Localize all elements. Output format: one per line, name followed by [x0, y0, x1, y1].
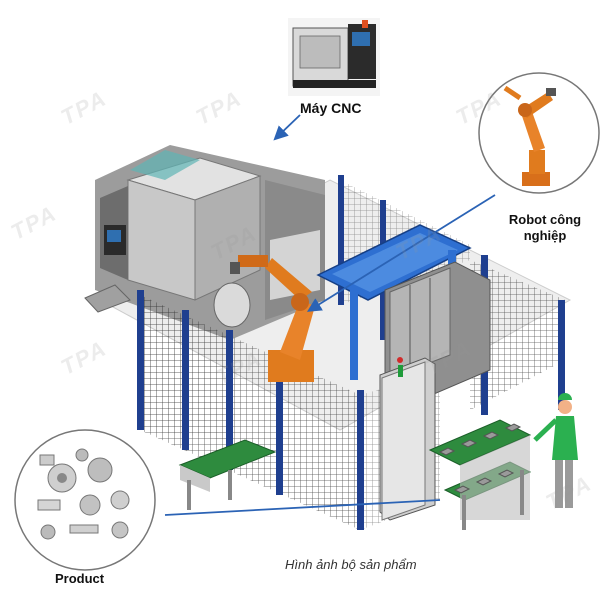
robot-label: Robot công nghiệp	[508, 212, 582, 243]
electrical-box	[379, 357, 436, 521]
cnc-pointer-arrow	[273, 114, 301, 141]
robot-pointer-arrow	[306, 194, 496, 312]
cnc-machine	[84, 145, 325, 340]
cnc-label: Máy CNC	[300, 100, 362, 116]
arrows	[164, 114, 496, 516]
operator-figure	[533, 393, 578, 508]
product-pointer-line	[164, 499, 441, 516]
input-conveyor	[178, 439, 277, 510]
output-conveyor	[428, 419, 532, 530]
caption-label: Hình ảnh bộ sản phẩm	[285, 557, 417, 572]
cnc-thumbnail	[288, 18, 380, 96]
product-label: Product	[55, 571, 105, 586]
robot-thumbnail	[478, 72, 600, 194]
robot-arm	[230, 255, 315, 382]
product-thumbnail	[14, 429, 156, 571]
part-trays	[438, 423, 522, 494]
